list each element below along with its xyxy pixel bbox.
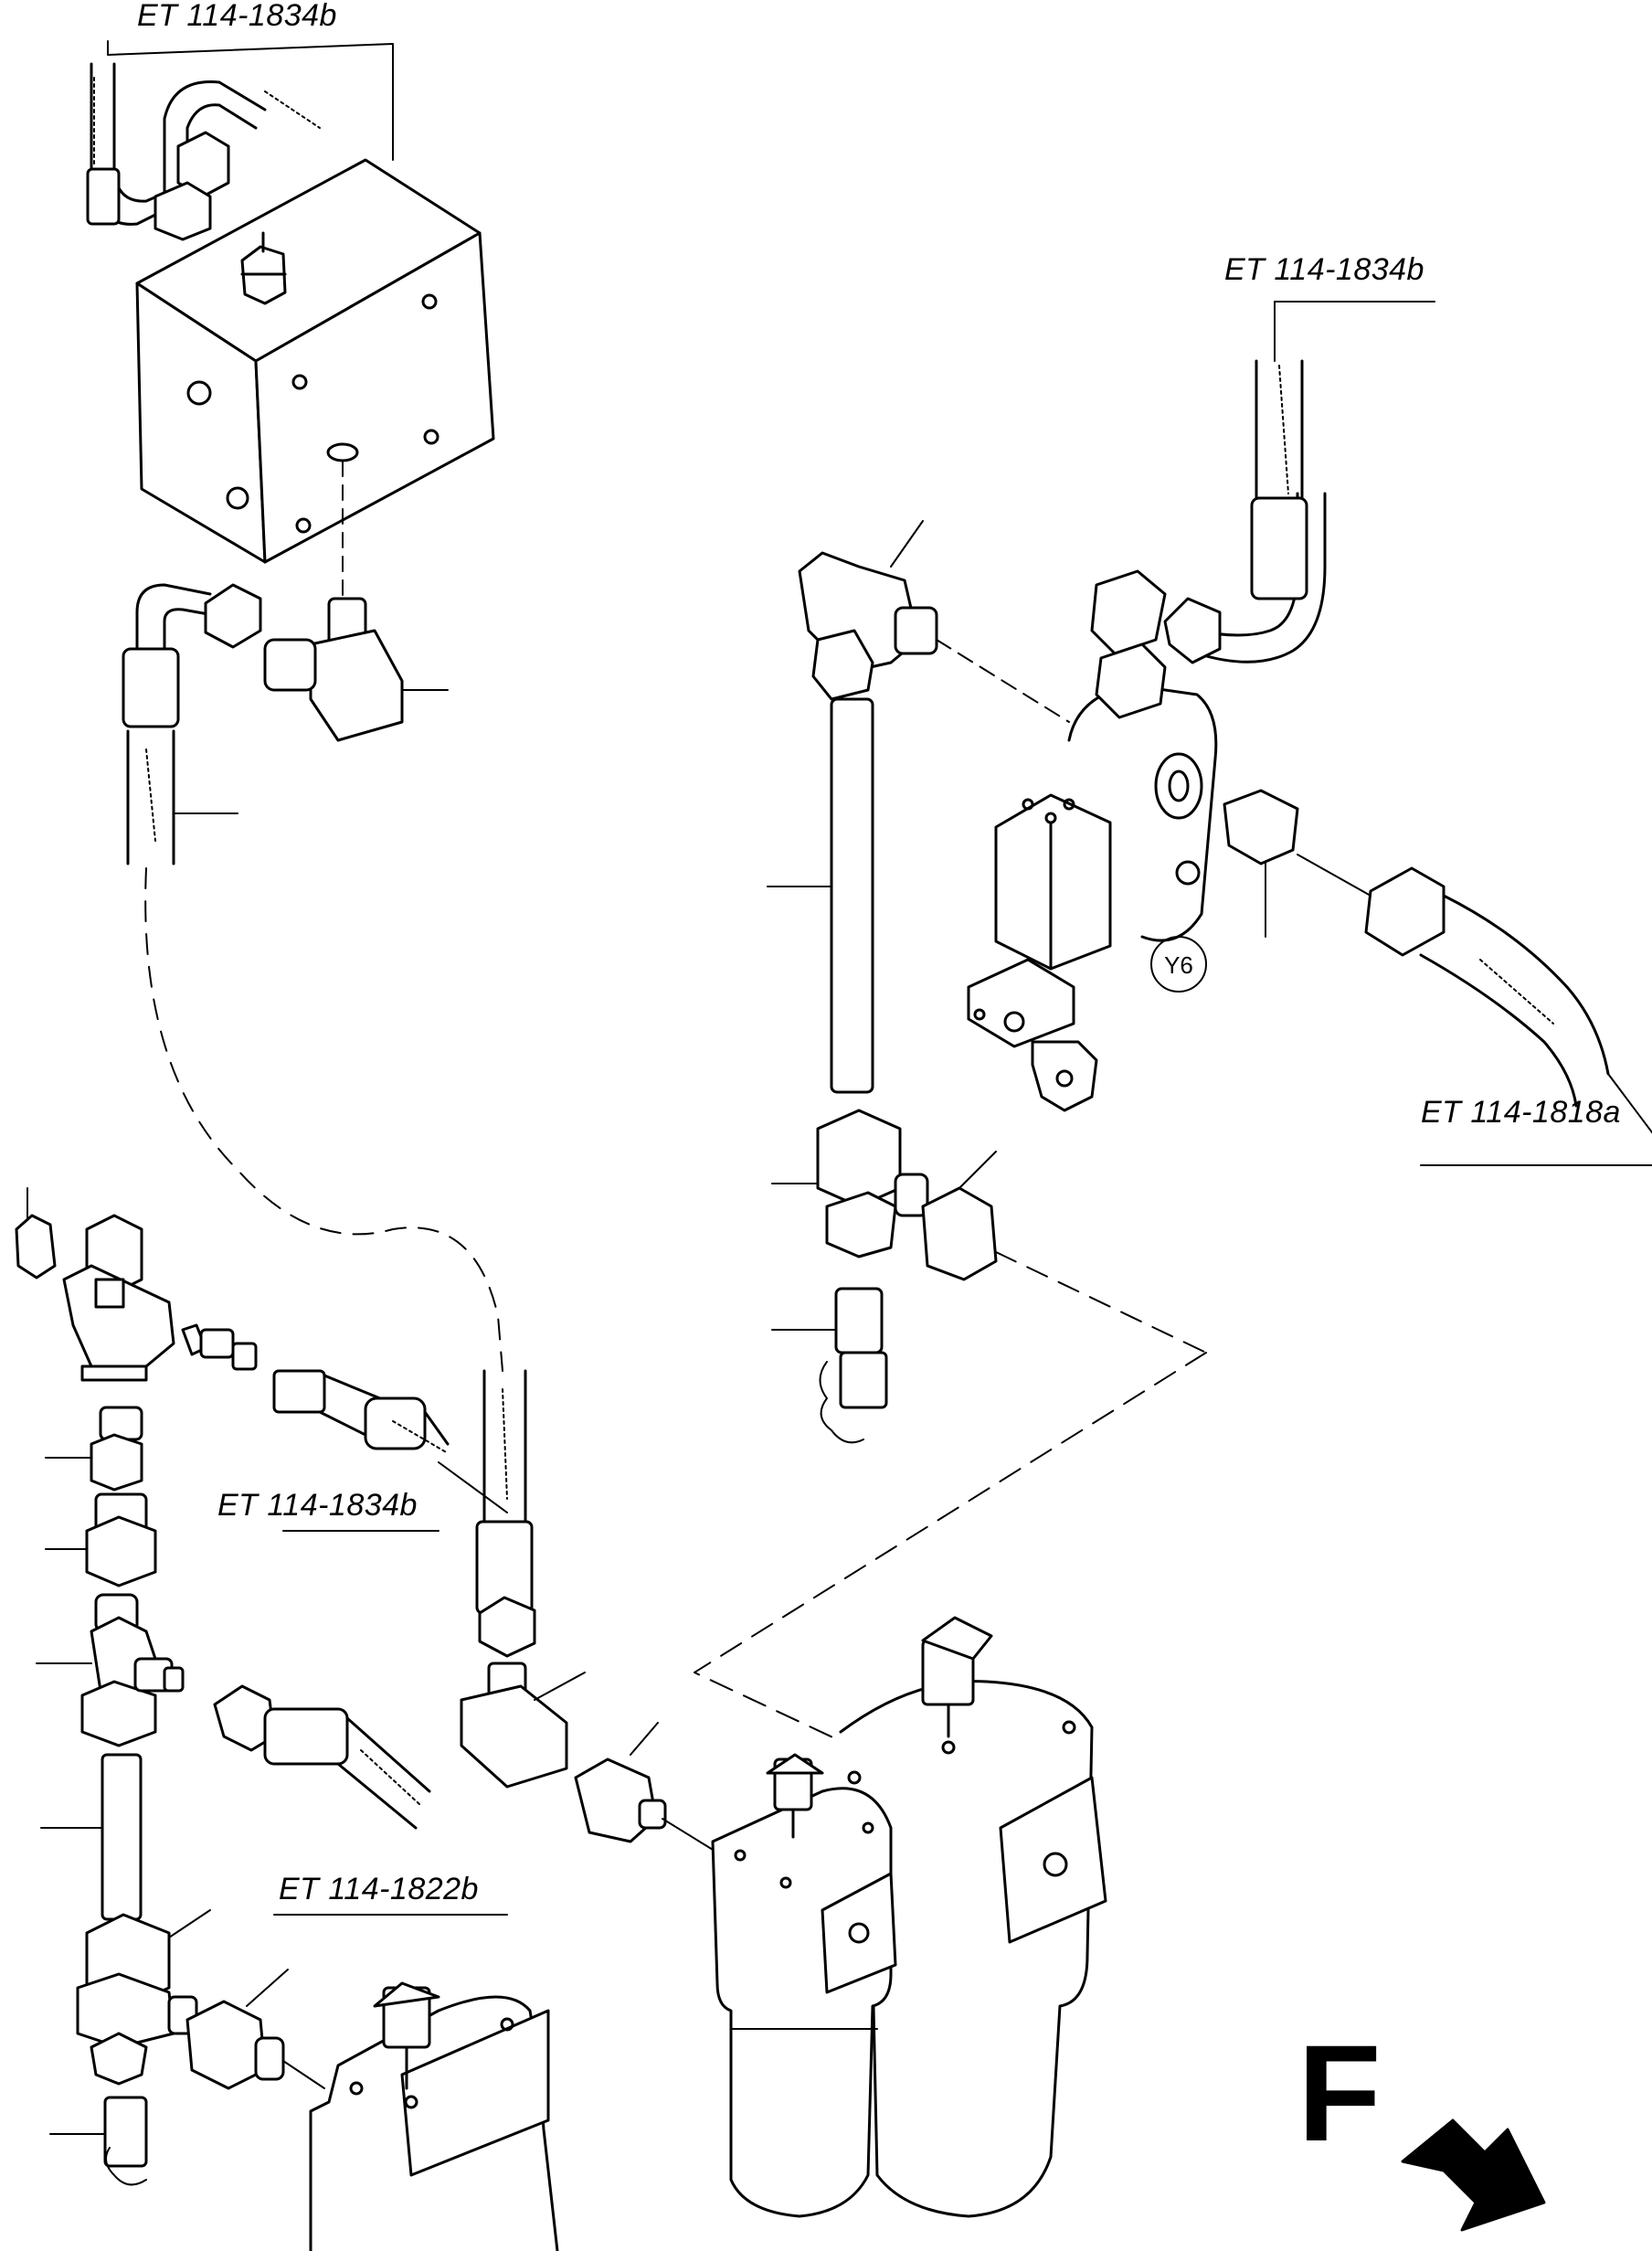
valve-top-hose [1090, 301, 1435, 719]
component-tag-y6: Y6 [1164, 951, 1193, 979]
filter-housing-left [711, 1753, 897, 2218]
cross-reference-label: ET 114-1834b [217, 1488, 418, 1523]
center-union-nut [574, 1722, 723, 1856]
direction-arrow-icon [1401, 2118, 1546, 2232]
direction-marker: F [1297, 2016, 1382, 2170]
hydraulic-block [135, 158, 495, 564]
cross-reference-label: ET 114-1834b [137, 0, 337, 33]
left-fittings-column [15, 1187, 450, 2186]
left-hose-fitting [122, 583, 262, 865]
valve-left-elbow-and-pipe [767, 520, 1207, 1444]
filter-housing-right [839, 1616, 1107, 2218]
valve-right-hose [1223, 789, 1652, 1134]
filter-housing-bottom-left [309, 1981, 559, 2251]
reference-underlines [273, 1164, 1652, 1916]
cross-reference-label: ET 114-1818a [1421, 1095, 1621, 1130]
hose-route-dashed [144, 867, 503, 1372]
block-inlet-hoses [86, 62, 321, 241]
cross-reference-label: ET 114-1834b [1224, 252, 1424, 287]
center-hose [475, 1369, 536, 1658]
cross-reference-label: ET 114-1822b [279, 1872, 479, 1906]
ref-leader-top [107, 40, 394, 161]
elbow-fitting [263, 597, 449, 742]
center-elbow-fitting [460, 1662, 586, 1789]
solenoid-valve-y6 [967, 684, 1218, 1112]
